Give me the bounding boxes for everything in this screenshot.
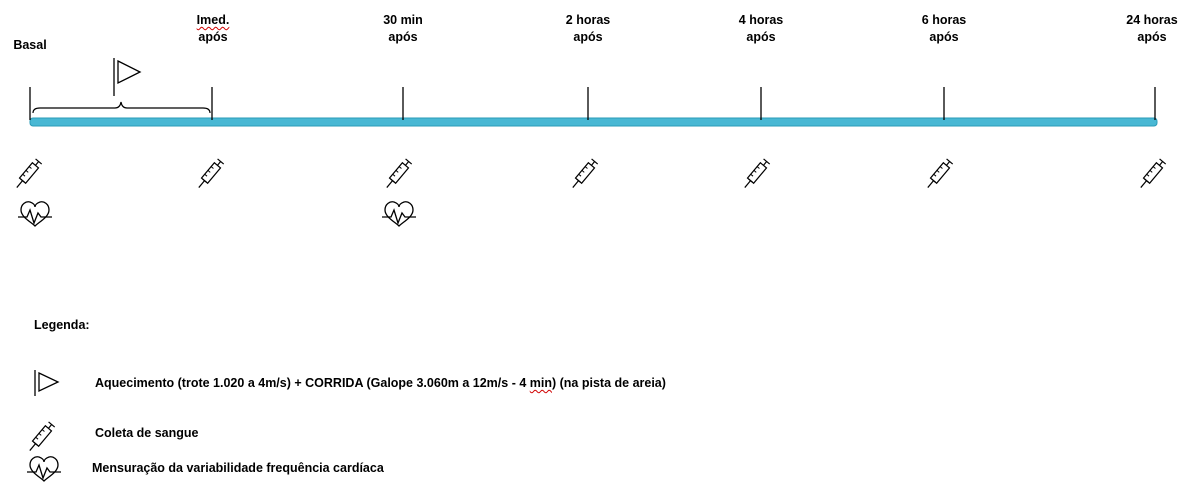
syringe-icon (13, 158, 43, 191)
legend-hrv: Mensuração da variabilidade frequência c… (92, 461, 384, 475)
syringe-icon (1137, 158, 1167, 191)
legend-blood: Coleta de sangue (95, 426, 199, 440)
heart-rate-icon (381, 201, 417, 227)
syringe-icon (741, 158, 771, 191)
legend-exercise: Aquecimento (trote 1.020 a 4m/s) + CORRI… (95, 376, 666, 390)
timepoint-label-imed: Imed. após (196, 13, 230, 44)
timepoint-label-basal: Basal (13, 38, 47, 52)
exercise-bracket (32, 101, 211, 114)
syringe-icon (195, 158, 225, 191)
heart-rate-icon (26, 456, 62, 482)
timeline-bar (29, 117, 1158, 127)
flag-icon (113, 58, 142, 96)
syringe-icon (383, 158, 413, 191)
timeline-diagram (13, 58, 1167, 227)
timepoint-label-30min: 30 min após (383, 13, 423, 44)
timepoint-label-6h: 6 horas após (921, 13, 967, 44)
flag-icon (34, 370, 60, 396)
syringe-icon (924, 158, 954, 191)
timepoint-label-4h: 4 horas após (738, 13, 784, 44)
timepoint-label-2h: 2 horas após (565, 13, 611, 44)
legend-title: Legenda: (34, 318, 90, 332)
heart-rate-icon (17, 201, 53, 227)
timepoint-label-24h: 24 horas após (1126, 13, 1178, 44)
syringe-icon (569, 158, 599, 191)
